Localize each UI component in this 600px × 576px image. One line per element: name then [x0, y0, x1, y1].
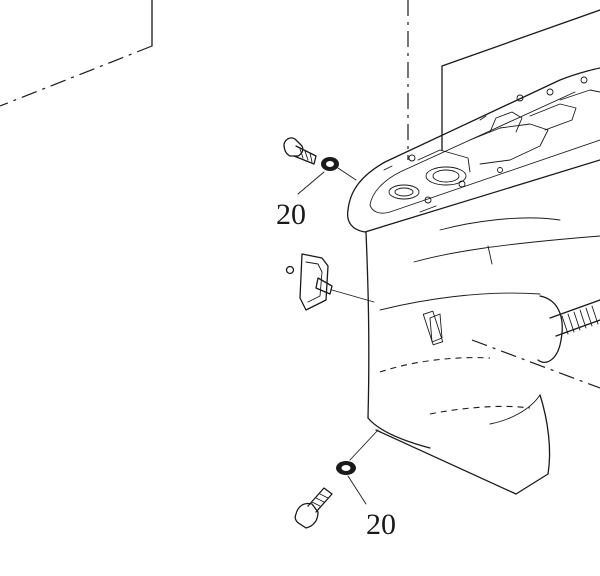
- washer-top-icon: [297, 157, 357, 195]
- reference-frame-top-left: [0, 0, 153, 107]
- anode-plate: [285, 253, 375, 311]
- reference-frame-top-right: [441, 9, 600, 151]
- callout-label-bottom: 20: [366, 508, 396, 541]
- screw-top: [283, 137, 317, 165]
- lower-casing: [346, 67, 600, 495]
- callout-label-top: 20: [276, 198, 306, 231]
- screw-bottom: [294, 487, 333, 529]
- washer-bottom-icon: [336, 429, 379, 505]
